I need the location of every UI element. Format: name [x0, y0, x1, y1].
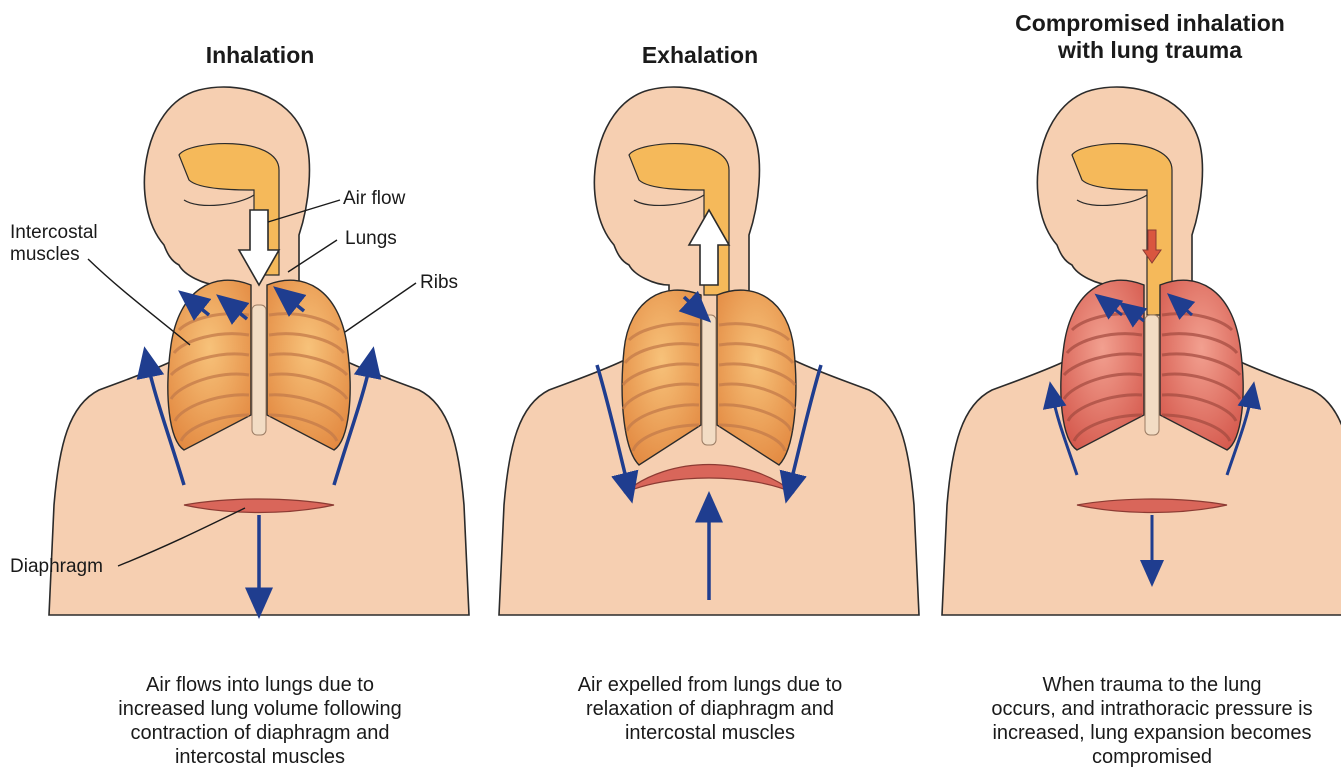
label-intercostal-muscles: Intercostal muscles	[10, 222, 98, 266]
caption-inhalation-line3: contraction of diaphragm and	[100, 721, 420, 745]
label-intercostal-line2: muscles	[10, 244, 98, 266]
label-air-flow: Air flow	[343, 188, 405, 210]
caption-compromised-line2: occurs, and intrathoracic pressure is	[966, 697, 1338, 721]
label-ribs: Ribs	[420, 272, 458, 294]
label-lungs: Lungs	[345, 228, 397, 250]
compromised-figure	[942, 87, 1341, 615]
caption-exhalation-line3: intercostal muscles	[540, 721, 880, 745]
label-intercostal-line1: Intercostal	[10, 222, 98, 244]
caption-compromised-line1: When trauma to the lung	[966, 673, 1338, 697]
caption-inhalation-line1: Air flows into lungs due to	[100, 673, 420, 697]
inhalation-figure	[49, 87, 469, 615]
exhalation-figure	[499, 87, 919, 615]
caption-exhalation-line2: relaxation of diaphragm and	[540, 697, 880, 721]
caption-inhalation-line4: intercostal muscles	[100, 745, 420, 769]
caption-compromised-line4: compromised	[966, 745, 1338, 769]
caption-exhalation: Air expelled from lungs due to relaxatio…	[540, 673, 880, 745]
label-diaphragm: Diaphragm	[10, 556, 103, 578]
caption-compromised: When trauma to the lung occurs, and intr…	[966, 673, 1338, 769]
caption-inhalation: Air flows into lungs due to increased lu…	[100, 673, 420, 769]
caption-compromised-line3: increased, lung expansion becomes	[966, 721, 1338, 745]
caption-exhalation-line1: Air expelled from lungs due to	[540, 673, 880, 697]
caption-inhalation-line2: increased lung volume following	[100, 697, 420, 721]
